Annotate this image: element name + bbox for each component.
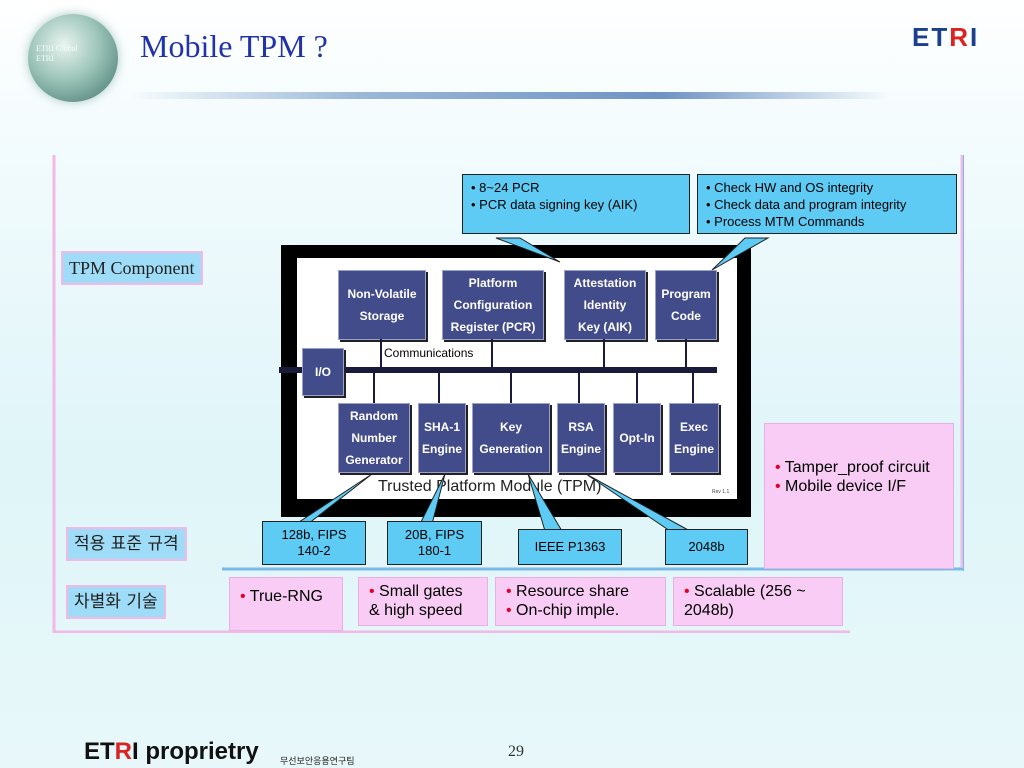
opt-in-block: Opt-In — [613, 403, 661, 473]
connector — [685, 339, 687, 368]
etri-logo: ETRI — [912, 22, 980, 52]
program-code-block: Program Code — [655, 270, 717, 340]
communications-bus — [279, 367, 717, 373]
title-underline — [130, 92, 890, 99]
non-volatile-storage-block: Non-Volatile Storage — [338, 270, 426, 340]
differentiation-label: 차별화 기술 — [66, 585, 166, 619]
standard-rsa: 2048b — [665, 529, 748, 565]
key-generation-block: Key Generation — [472, 403, 550, 473]
footer-team: 무선보안응용연구팀 — [280, 757, 355, 767]
connector — [510, 373, 512, 403]
mobile-features-box: • Tamper_proof circuit • Mobile device I… — [764, 423, 954, 569]
footer-brand: ETRI proprietry — [84, 738, 259, 765]
rng-block: Random Number Generator — [338, 403, 410, 473]
connector — [692, 373, 694, 403]
pcr-callout: • 8~24 PCR • PCR data signing key (AIK) — [462, 174, 690, 234]
feature-item: • Mobile device I/F — [775, 478, 906, 495]
standards-label: 적용 표준 규격 — [66, 527, 187, 561]
connector — [373, 373, 375, 403]
revision-label: Rev 1.1 — [712, 489, 730, 495]
connector — [603, 339, 605, 368]
sha1-engine-block: SHA-1 Engine — [418, 403, 466, 473]
standard-rng: 128b, FIPS 140-2 — [262, 521, 366, 565]
content-frame — [52, 155, 964, 633]
globe-logo — [28, 14, 118, 102]
aik-block: Attestation Identity Key (AIK) — [564, 270, 646, 340]
standard-sha1: 20B, FIPS 180-1 — [387, 521, 482, 565]
feature-item: • Tamper_proof circuit — [775, 459, 930, 476]
diff-rsa: • Scalable (256 ~ 2048b) — [673, 577, 843, 626]
connector — [578, 373, 580, 403]
connector — [636, 373, 638, 403]
pcr-block: Platform Configuration Register (PCR) — [442, 270, 544, 340]
tpm-component-label: TPM Component — [61, 251, 203, 285]
diff-key: • Resource share • On-chip imple. — [495, 577, 666, 626]
globe-logo-text: ETRI Global ETRI — [36, 44, 78, 63]
standard-key: IEEE P1363 — [518, 529, 622, 565]
connector — [491, 339, 493, 368]
communications-label: Communications — [384, 346, 474, 360]
io-block: I/O — [302, 348, 344, 396]
diff-rng: • True-RNG — [229, 577, 343, 631]
slide-title: Mobile TPM ? — [140, 28, 328, 64]
connector — [438, 373, 440, 403]
exec-engine-block: Exec Engine — [669, 403, 719, 473]
page-number: 29 — [508, 743, 524, 760]
tpm-caption: Trusted Platform Module (TPM) — [378, 478, 602, 495]
program-callout: • Check HW and OS integrity • Check data… — [697, 174, 957, 234]
diff-sha1: • Small gates & high speed — [358, 577, 488, 626]
rsa-engine-block: RSA Engine — [557, 403, 605, 473]
connector — [380, 339, 382, 368]
